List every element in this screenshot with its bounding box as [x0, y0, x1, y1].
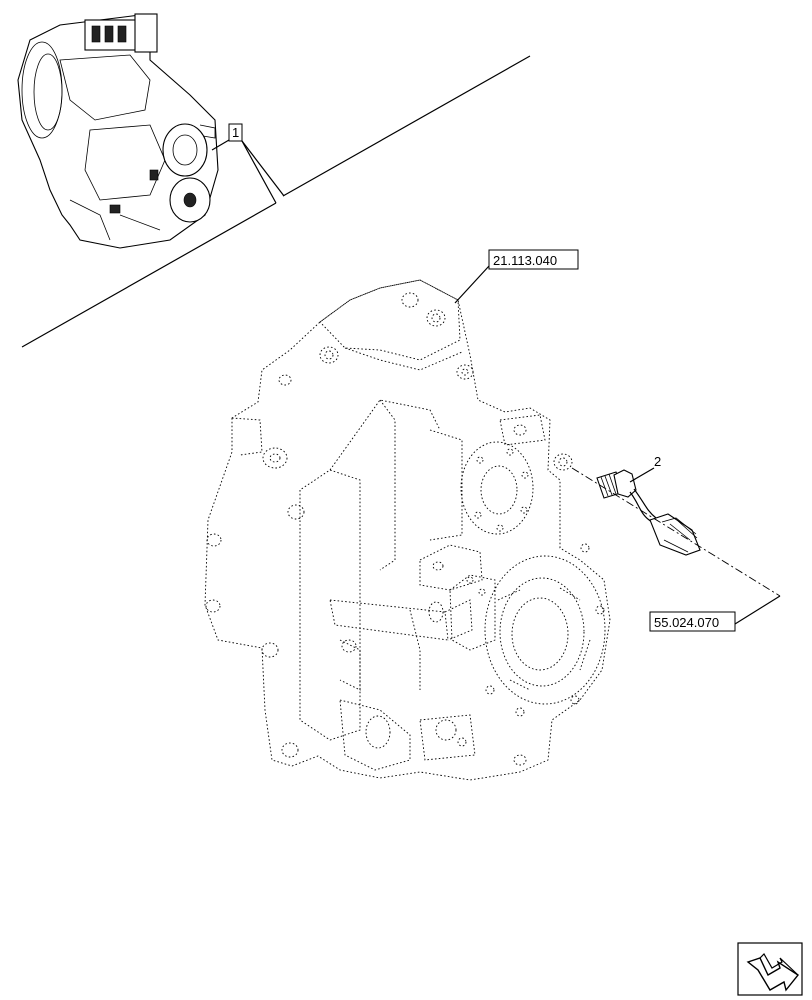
callout-1: 1	[211, 123, 285, 204]
callout-1-number: 1	[232, 125, 239, 140]
callout-2: 2	[629, 454, 661, 483]
sensor-part-2	[596, 469, 701, 556]
next-page-arrow-icon[interactable]	[737, 942, 803, 996]
transmission-housing	[204, 279, 611, 781]
reference-label-upper: 21.113.040	[493, 253, 557, 268]
section-separator	[21, 55, 531, 348]
reference-21-113-040: 21.113.040	[454, 249, 579, 304]
assembly-axis-line	[571, 467, 781, 597]
transmission-assembly-thumbnail	[17, 13, 219, 249]
reference-55-024-070: 55.024.070	[649, 595, 781, 632]
reference-label-right: 55.024.070	[654, 615, 719, 630]
callout-2-number: 2	[654, 454, 661, 469]
